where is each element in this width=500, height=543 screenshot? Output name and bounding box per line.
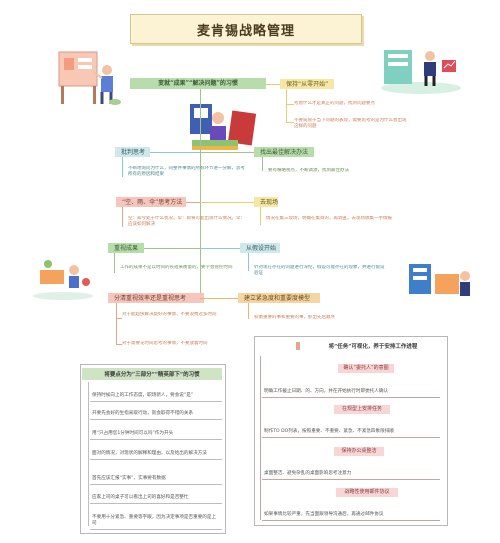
page-title: 麦肯锡战略管理: [130, 14, 362, 44]
note-sky-rain-umbrella: 空：知今处于什么状况。伞：即将可能出现什么情况。伞：应该如何解决: [128, 216, 245, 227]
right-item: 桌面整洁、避免杂乱的桌面影响思考注意力: [262, 470, 440, 480]
note-start-from-zero-1: 考虑什么才是真正的问题，找到问题要点: [294, 101, 375, 106]
note-critical-thinking: 不断地询问为什么，同整件事情的所有环节进一分解，思考所有的原因和结果: [128, 166, 245, 177]
left-item: 开要先会好的生指采取行动，就会取得不错的关系: [90, 410, 222, 420]
node-sky-rain-umbrella[interactable]: “空、雨、伞”思考方法: [116, 197, 186, 207]
right-tag[interactable]: 战略性使用邮件协议: [336, 488, 398, 497]
business-illustration: [381, 50, 461, 94]
left-panel-title: 将要点分为“三部分”“精英部下”的习惯: [82, 368, 222, 380]
node-start-from-zero[interactable]: 保持“从零开始”: [280, 79, 334, 89]
right-tag[interactable]: 保持办公桌整洁: [334, 447, 384, 456]
node-value-results[interactable]: 重视成果: [108, 243, 144, 253]
note-efficiency-2: 对于需要花时间思考的事情，不要放着时间: [122, 341, 208, 346]
node-best-solution[interactable]: 找出最佳解决办法: [254, 147, 314, 157]
left-item: 面对的情况，对现状的解释和理由，以及给出的解决方法: [90, 450, 222, 460]
books-illustration: [190, 104, 257, 150]
note-start-from-zero-2: 不要局限于当下问题的表现，需要思考的是为什么会出现这样的问题: [294, 118, 407, 129]
right-panel-title: 将“任务”可视化，养于安排工作进程: [300, 340, 446, 352]
note-best-solution: 要有横略视点，不断调源，找到最佳办法: [268, 168, 349, 173]
note-start-with-hypothesis: 针对现在存在的问题进行深挖，假设可能存在的现象，并进行假设验证: [254, 265, 385, 276]
right-tag[interactable]: 在规型上安排任务: [334, 405, 390, 414]
left-item: 用“只占用您1分钟时间可以吗”作为开头: [90, 430, 222, 440]
left-item: 不要用十分紧急、重要等字眼，因为决定事项是否重要的是上司: [90, 514, 222, 530]
note-urgency-importance-model: 权衡重要的事和重要的事，抓出先后顺序: [254, 315, 335, 320]
node-critical-thinking[interactable]: 批判思考: [115, 147, 150, 157]
node-efficiency-vs-thinking[interactable]: 分清重视效率还是重视思考: [108, 293, 204, 303]
center-node[interactable]: 变就“成果”“解决问题”的习惯: [130, 78, 266, 89]
node-start-with-hypothesis[interactable]: 从假设开始: [240, 243, 280, 253]
data-illustration: [409, 264, 470, 296]
left-item: 首先应该汇报“实事”，实事要有数据: [90, 475, 222, 485]
note-value-results: 工作的成果不是以时间的长短来衡量的，要学会管控时间: [120, 265, 233, 270]
right-tag[interactable]: 确认“委托人”的意图: [338, 364, 394, 373]
note-efficiency-1: 对于能超快解决敲好的事情，不要浪费过多时间: [122, 312, 217, 317]
right-item: 如果事情比较严重，先当面跟领导沟通后，再通过邮件协议: [262, 511, 440, 521]
team-illustration: [33, 260, 93, 300]
left-item: 应家上司的桌子可以看出上司的喜好和是否整忙: [90, 494, 222, 504]
node-urgency-importance-model[interactable]: 建立紧急度和重要度模型: [238, 293, 320, 303]
left-item: 保持时候向上的工作态度，职场新人，要会说“是”: [90, 392, 222, 402]
note-go-to-site: 情况在集三现场，明确在集目的，再调查。去现场收集一手情报: [266, 216, 392, 221]
left-panel: [80, 364, 226, 534]
right-item: 制作TO DO列表，按照重要、不重要、紧急、不紧急四象限排顺: [262, 428, 440, 438]
presentation-illustration: [58, 51, 121, 105]
right-item: 明确工作截止日期、的、方向，并在开始执行时即委托人确认: [262, 388, 440, 398]
node-go-to-site[interactable]: 去现场: [254, 197, 278, 207]
